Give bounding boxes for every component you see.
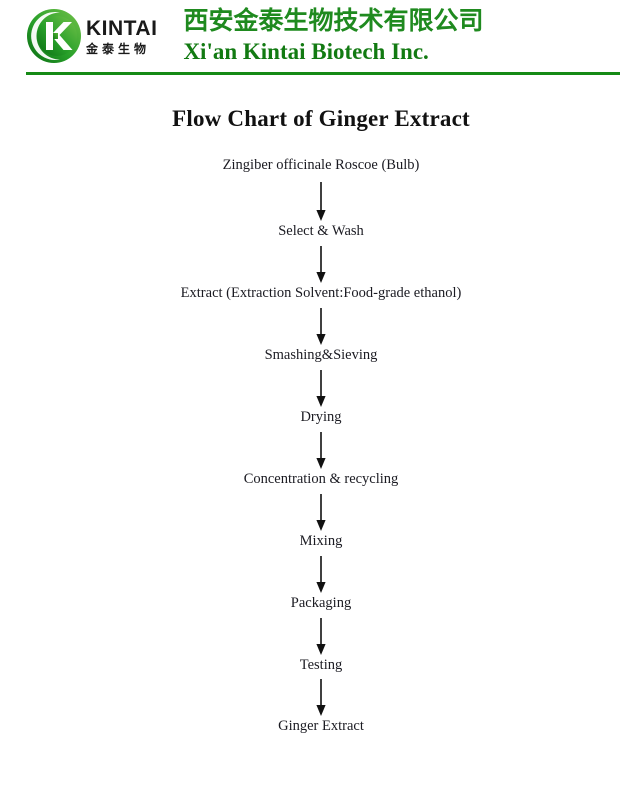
company-name-cn: 西安金泰生物技术有限公司 [183,5,484,35]
down-arrow-icon [312,673,330,719]
down-arrow-icon [312,426,330,472]
flow-node: Select & Wash [278,222,364,239]
flow-chart: Zingiber officinale Roscoe (Bulb) Select… [0,157,642,735]
down-arrow-icon [312,174,330,224]
page-header: KINTAI 金泰生物 西安金泰生物技术有限公司 Xi'an Kintai Bi… [0,0,642,78]
flow-node: Zingiber officinale Roscoe (Bulb) [222,157,420,173]
down-arrow-icon [312,364,330,410]
down-arrow-icon [312,488,330,534]
down-arrow-icon [312,612,330,658]
flow-node: Testing [299,656,343,673]
flow-node: Packaging [290,594,352,611]
company-name-en: Xi'an Kintai Biotech Inc. [183,39,429,65]
flow-node: Mixing [299,532,343,549]
header-divider [26,72,620,75]
flow-node: Extract (Extraction Solvent:Food-grade e… [180,284,462,301]
logo-wordmark: KINTAI 金泰生物 [86,18,157,55]
flow-node: Concentration & recycling [243,470,399,487]
logo-wordmark-cn: 金泰生物 [86,41,151,56]
company-name-block: 西安金泰生物技术有限公司 Xi'an Kintai Biotech Inc. [183,6,483,66]
header-inner: KINTAI 金泰生物 西安金泰生物技术有限公司 Xi'an Kintai Bi… [0,0,642,72]
flow-node: Drying [300,408,342,425]
down-arrow-icon [312,302,330,348]
flow-node: Smashing&Sieving [264,346,378,363]
down-arrow-icon [312,550,330,596]
page-title: Flow Chart of Ginger Extract [172,106,470,131]
logo-wordmark-en: KINTAI [86,16,158,40]
flow-node: Ginger Extract [278,718,364,735]
down-arrow-icon [312,240,330,286]
kintai-circle-k-logo-icon [24,6,84,66]
